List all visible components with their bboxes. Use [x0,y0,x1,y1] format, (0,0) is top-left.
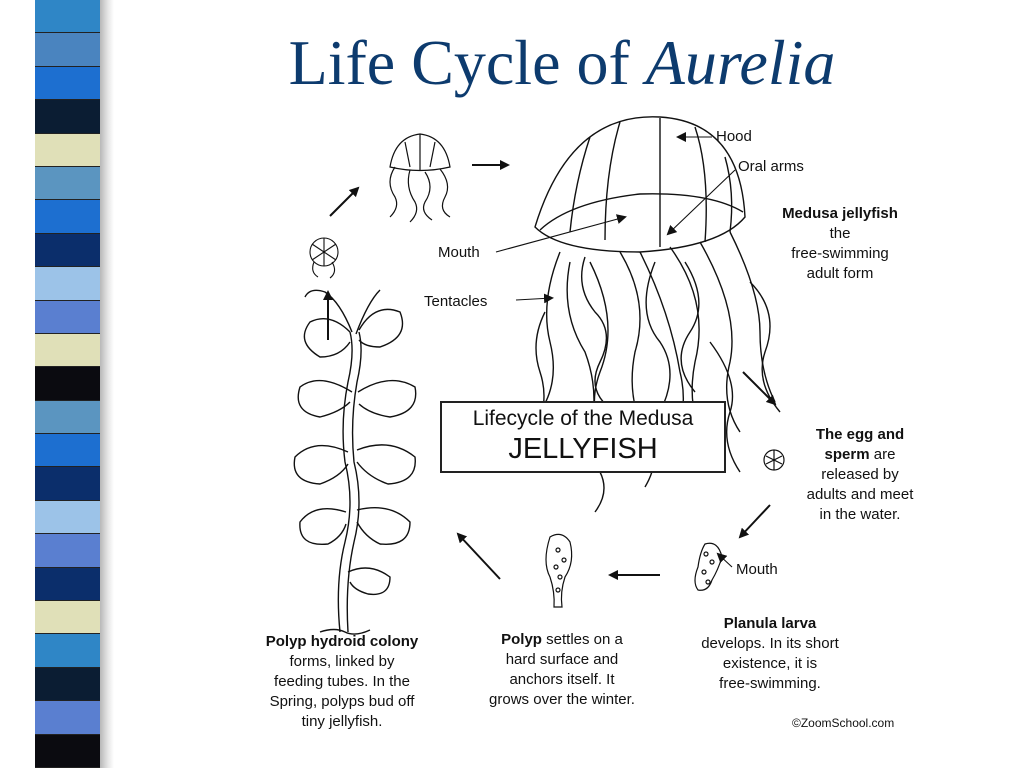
stripe-segment [35,134,100,167]
caption-polyp-line: anchors itself. It [509,671,615,688]
stripe-segment [35,334,100,367]
diagram-drawing [293,116,785,635]
caption-egg-line: adults and meet [806,486,914,503]
caption-polyp-bold: Polyp [501,631,542,648]
caption-colony: Polyp hydroid colony forms, linked by fe… [252,632,432,732]
caption-egg-bold: The egg and [815,426,905,443]
caption-polyp-line: grows over the winter. [489,691,635,708]
stripe-segment [35,33,100,67]
decorative-stripe-bar [35,0,100,768]
caption-colony-line: feeding tubes. In the [274,673,410,690]
caption-polyp: Polyp settles on a hard surface and anch… [472,630,652,710]
caption-medusa-line: the [829,225,851,242]
planula-larva-illustration [694,542,723,591]
caption-planula-line: existence, it is [722,655,818,672]
egg-illustration [763,449,785,471]
caption-egg: The egg and sperm are released by adults… [790,425,930,525]
slide-title: Life Cycle of Aurelia [0,27,1024,98]
stripe-segment [35,301,100,334]
caption-planula-line: free-swimming. [719,675,821,692]
stripe-segment [35,401,100,434]
box-line-1: Lifecycle of the Medusa [472,407,694,430]
caption-egg-text: are [869,446,896,463]
stripe-segment [35,0,100,33]
lifecycle-title-box: Lifecycle of the Medusa JELLYFISH [440,401,726,473]
caption-polyp-text: settles on a [541,631,623,648]
ephyra-illustration [389,133,451,223]
stripe-segment [35,434,100,467]
stripe-segment [35,167,100,200]
label-pointers [495,132,736,568]
lifecycle-diagram: Hood Oral arms Mouth Tentacles Mouth Lif… [240,112,940,752]
caption-planula-line: develops. In its short [701,635,839,652]
label-oral-arms: Oral arms [738,158,804,175]
title-main: Life Cycle of [288,27,630,98]
stripe-segment [35,67,100,100]
caption-medusa: Medusa jellyfish the free-swimming adult… [770,204,910,284]
caption-colony-bold: Polyp hydroid colony [265,633,419,650]
label-tentacles: Tentacles [424,293,488,310]
title-italic: Aurelia [645,27,836,98]
stripe-segment [35,735,100,768]
stripe-segment [35,701,100,735]
box-line-2: JELLYFISH [508,433,658,465]
caption-egg-bold: sperm [824,446,870,463]
caption-colony-line: Spring, polyps bud off [269,693,415,710]
caption-planula-bold: Planula larva [723,615,817,632]
stripe-segment [35,467,100,501]
caption-medusa-line: free-swimming [791,245,889,262]
caption-medusa-line: adult form [806,265,874,282]
stripe-segment [35,234,100,267]
stripe-segment [35,634,100,668]
stripe-shadow [100,0,114,768]
label-mouth-planula: Mouth [736,561,778,578]
caption-egg-line: released by [821,466,899,483]
stripe-segment [35,668,100,701]
stripe-segment [35,534,100,568]
stripe-segment [35,501,100,534]
stripe-segment [35,100,100,134]
polyp-hydroid-colony-illustration [293,289,417,635]
stripe-segment [35,568,100,601]
label-hood: Hood [716,128,752,145]
caption-colony-line: forms, linked by [289,653,395,670]
cycle-arrows [323,160,777,580]
caption-colony-line: tiny jellyfish. [301,713,383,730]
stripe-segment [35,367,100,401]
label-mouth-medusa: Mouth [438,244,480,261]
caption-polyp-line: hard surface and [505,651,619,668]
tiny-jellyfish-illustration [309,237,339,279]
caption-egg-line: in the water. [819,506,901,523]
stripe-segment [35,267,100,301]
stripe-segment [35,200,100,234]
polyp-illustration [545,533,573,608]
caption-planula: Planula larva develops. In its short exi… [680,614,860,694]
copyright-notice: ©ZoomSchool.com [792,716,895,730]
caption-medusa-bold: Medusa jellyfish [782,205,898,222]
stripe-segment [35,601,100,634]
